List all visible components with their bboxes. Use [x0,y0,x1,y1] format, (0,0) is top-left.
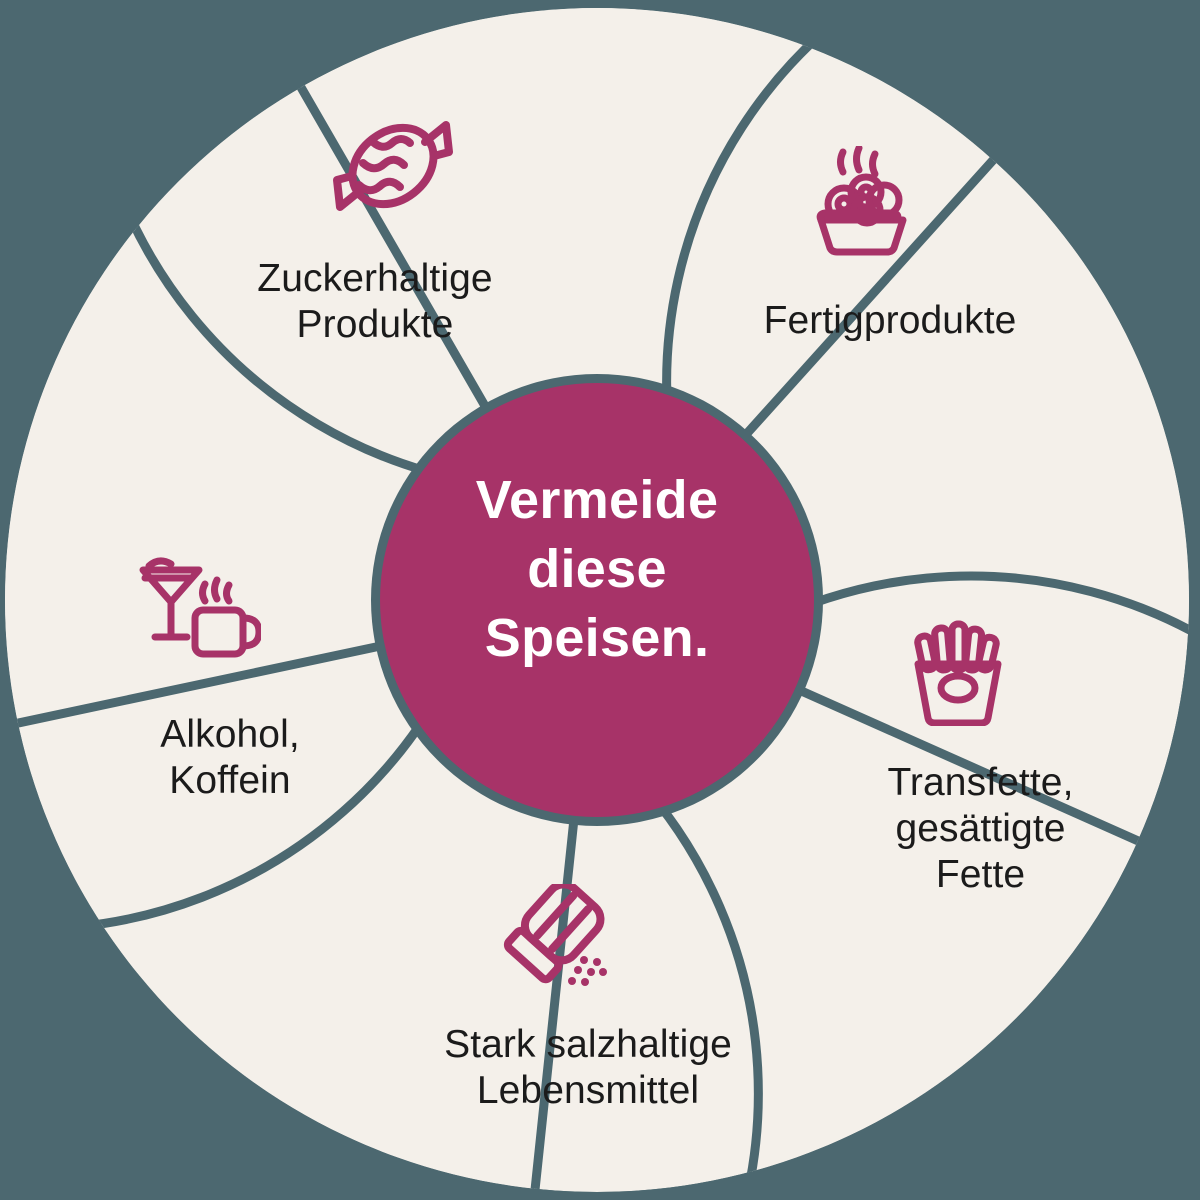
petal-label-sugar: Zuckerhaltige Produkte [257,257,493,347]
cocktail-coffee-icon [137,556,261,666]
petal-label-fats: Transfette, gesättigte Fette [887,761,1074,897]
petal-label-salt: Stark salzhaltige Lebensmittel [444,1023,732,1113]
candy-icon [330,112,456,220]
center-circle[interactable] [380,383,814,817]
petal-label-ready-made: Fertigprodukte [763,299,1017,342]
center-title: Vermeide diese Speisen. [475,470,719,669]
salt-shaker-icon [502,884,618,996]
petal-label-alcohol: Alkohol, Koffein [160,713,300,803]
french-fries-icon [912,620,1004,726]
food-tray-icon [812,146,912,258]
